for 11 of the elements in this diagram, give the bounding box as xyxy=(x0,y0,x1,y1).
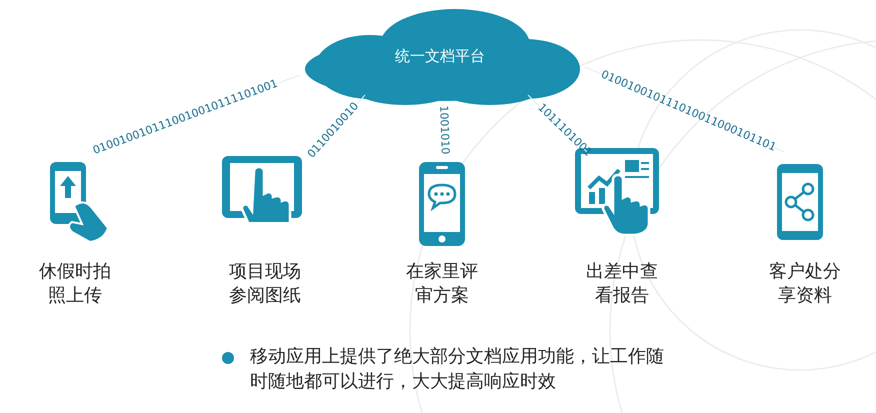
note-text: 移动应用上提供了绝大部分文档应用功能，让工作随时随地都可以进行，大大提高响应时效 xyxy=(250,345,665,394)
connector-line xyxy=(528,94,588,152)
binary-digits-label: 1001010 xyxy=(437,105,452,155)
device-caption: 休假时拍照上传 xyxy=(38,260,112,308)
device-caption: 客户处分享资料 xyxy=(768,260,842,308)
connector-line xyxy=(91,74,300,152)
device-caption: 出差中查看报告 xyxy=(585,260,659,308)
cloud-label: 统一文档平台 xyxy=(394,47,486,66)
connector-line xyxy=(314,94,366,152)
device-caption: 在家里评审方案 xyxy=(405,260,479,308)
device-caption: 项目现场参阅图纸 xyxy=(228,260,302,308)
